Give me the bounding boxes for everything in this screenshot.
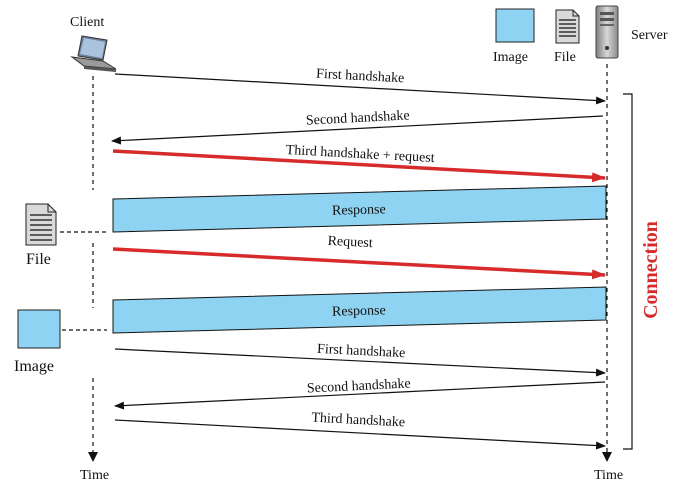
first-handshake-arrow xyxy=(114,73,606,105)
file-legend-icon xyxy=(555,9,580,44)
document-icon xyxy=(25,203,57,246)
client-label: Client xyxy=(70,15,104,30)
message-label: Request xyxy=(327,234,373,251)
image-side-label: Image xyxy=(14,358,54,375)
client-time-label: Time xyxy=(80,468,109,483)
first-handshake-arrow xyxy=(114,348,606,377)
response-block xyxy=(112,185,607,233)
server-label: Server xyxy=(631,28,668,43)
message-label: Second handshake xyxy=(306,108,410,128)
third-handshake-arrow xyxy=(114,419,606,450)
file-legend-label: File xyxy=(554,50,576,65)
file-side-label: File xyxy=(26,251,51,268)
image-square-icon xyxy=(17,309,61,349)
server-time-arrowhead xyxy=(602,452,612,462)
server-time-label: Time xyxy=(594,468,623,483)
message-label: First handshake xyxy=(316,67,405,87)
message-label: Response xyxy=(332,202,386,218)
laptop-icon xyxy=(70,35,117,72)
response-block xyxy=(112,286,607,334)
client-time-arrowhead xyxy=(88,452,98,462)
message-label: Second handshake xyxy=(307,376,411,396)
second-handshake-arrow xyxy=(111,115,604,145)
connection-bracket xyxy=(623,93,633,450)
message-label: First handshake xyxy=(317,342,406,361)
message-label: Response xyxy=(332,303,386,319)
third-handshake-request-arrow xyxy=(112,149,606,183)
connection-label: Connection xyxy=(640,221,662,319)
request-arrow xyxy=(112,247,606,280)
message-label: Third handshake xyxy=(311,411,405,431)
image-legend-icon xyxy=(495,8,535,43)
image-legend-label: Image xyxy=(493,50,528,65)
server-tower-icon xyxy=(595,5,619,59)
second-handshake-arrow xyxy=(114,381,606,410)
